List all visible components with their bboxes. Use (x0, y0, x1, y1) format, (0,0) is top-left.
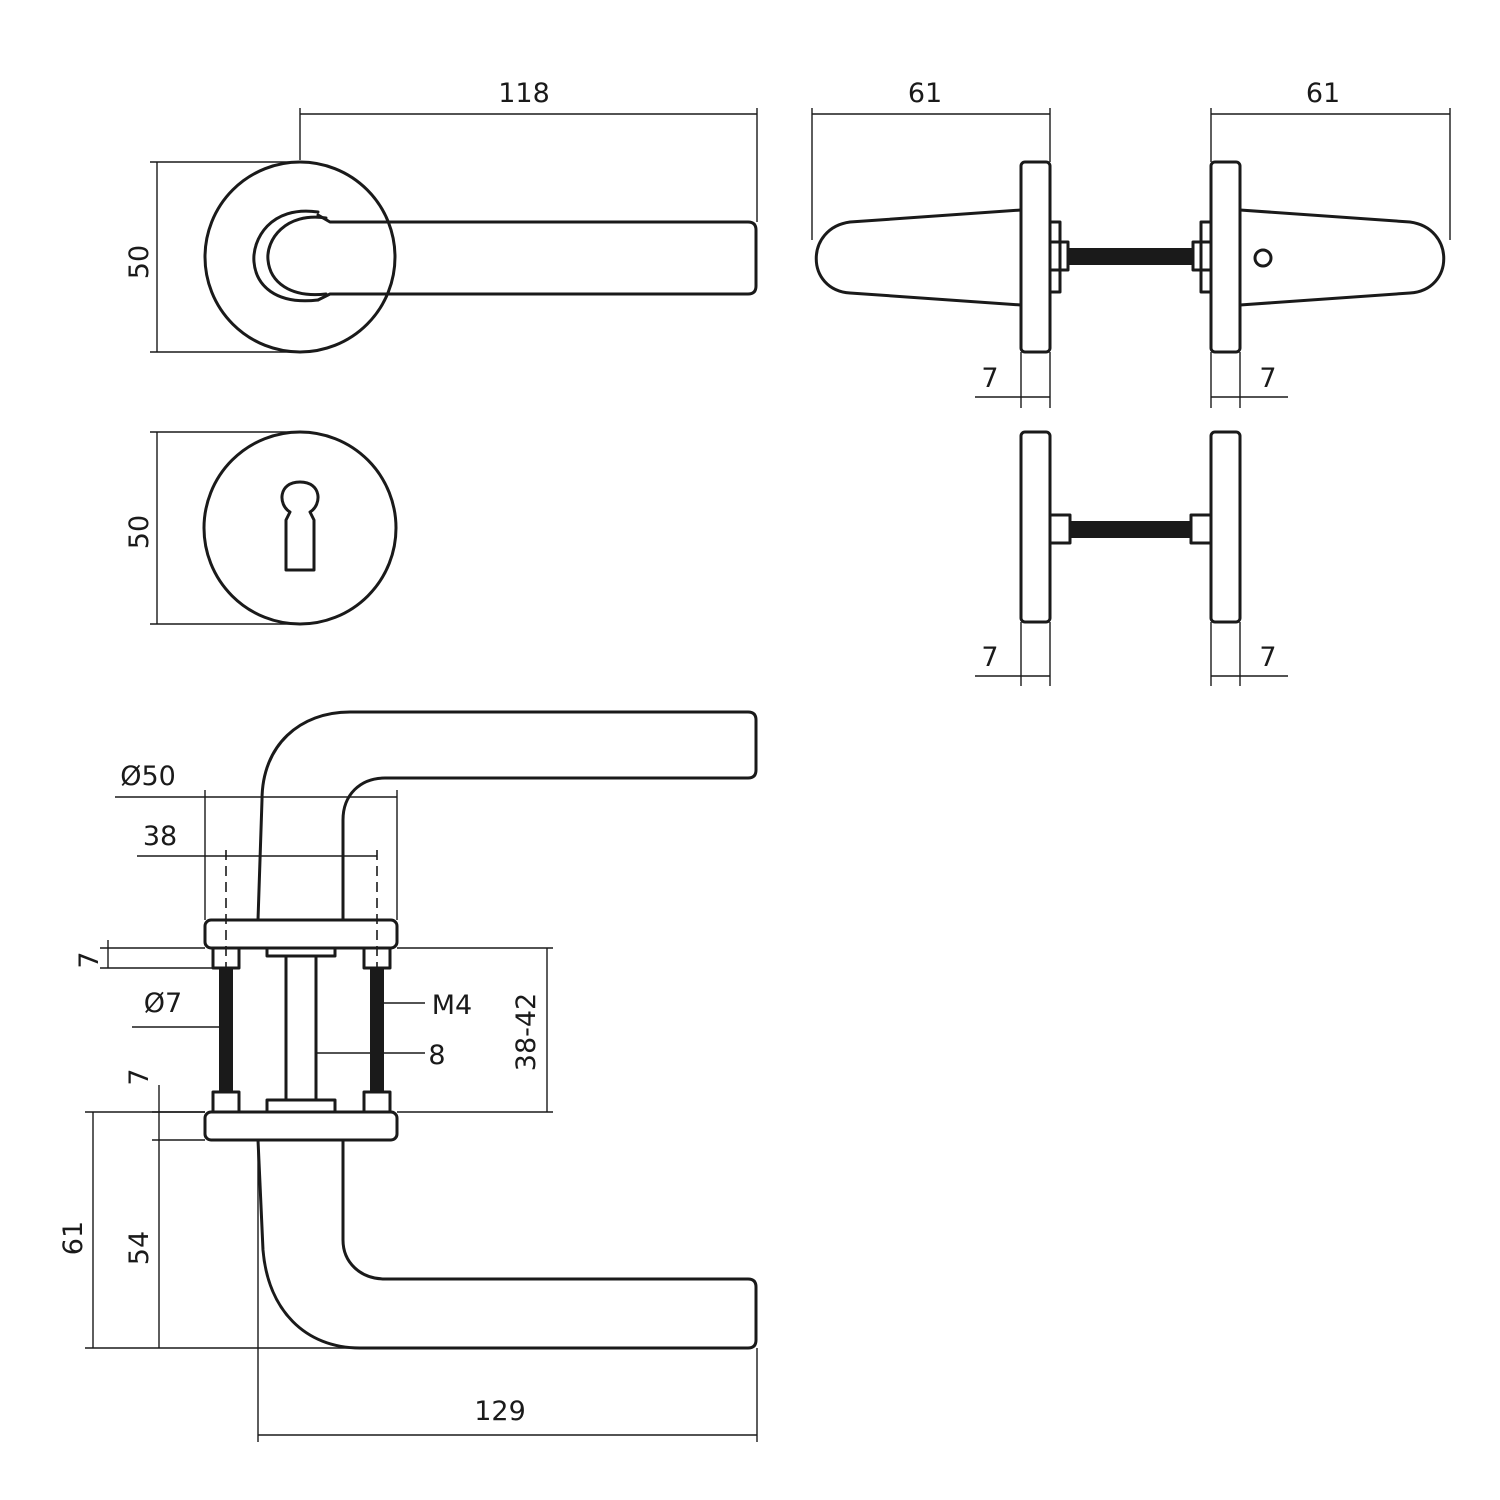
dim-7a-label: 7 (981, 363, 998, 394)
left-rose-plate (1019, 160, 1052, 354)
dim-38-label: 38 (143, 821, 177, 852)
dim-m4-label: M4 (432, 990, 472, 1021)
keyhole (280, 480, 320, 572)
handle-front-view: 118 50 (124, 78, 758, 354)
dim-7b-label: 7 (1259, 363, 1276, 394)
dim-7d-label: 7 (1259, 642, 1276, 673)
section-view: Ø50 38 7 Ø7 M4 8 38-42 7 61 54 (58, 710, 758, 1442)
handle-rose (203, 160, 397, 354)
escutcheon-view: 50 (124, 430, 398, 626)
right-escutcheon-nut (1189, 513, 1213, 545)
left-escutcheon-plate (1019, 430, 1052, 624)
dim-118-label: 118 (498, 78, 550, 109)
right-rose-plate (1209, 160, 1242, 354)
dim-61-label: 61 (58, 1221, 89, 1255)
handle-side-view: 61 61 7 7 (811, 78, 1451, 408)
handle-neck-ring (252, 209, 320, 303)
left-lever-profile (814, 208, 1023, 307)
dim-7e-label: 7 (74, 951, 105, 968)
handle-neck-ring-inner (266, 215, 328, 297)
dim-7f-label: 7 (124, 1068, 155, 1085)
right-bottom-nut (362, 1090, 392, 1114)
dim-d50-label: Ø50 (120, 761, 176, 792)
right-escutcheon-plate (1209, 430, 1242, 624)
upper-lever (256, 710, 758, 922)
dim-129-label: 129 (474, 1396, 526, 1427)
left-bottom-nut (211, 1090, 241, 1114)
escutcheon-rose (202, 430, 398, 626)
grub-screw-icon (1253, 248, 1273, 268)
upper-rose (203, 918, 399, 950)
lower-rose (203, 1110, 399, 1142)
dim-3842-label: 38-42 (511, 993, 542, 1071)
dim-d7-label: Ø7 (144, 988, 182, 1019)
handle-lever (316, 213, 758, 302)
dim-50b-label: 50 (124, 515, 155, 549)
spindle-bottom-cap (265, 1098, 337, 1114)
escutcheon-side-view: 7 7 (975, 430, 1288, 686)
dim-8-label: 8 (428, 1040, 445, 1071)
right-lever-profile (1238, 208, 1446, 307)
dim-61l-label: 61 (908, 78, 942, 109)
dim-7c-label: 7 (981, 642, 998, 673)
dim-50-label: 50 (124, 245, 155, 279)
spindle-thread (1068, 248, 1193, 265)
escutcheon-bolt-thread (1070, 521, 1191, 538)
spindle-shaft (284, 954, 318, 1102)
dim-61r-label: 61 (1306, 78, 1340, 109)
left-escutcheon-nut (1048, 513, 1072, 545)
dim-54-label: 54 (124, 1231, 155, 1265)
lower-lever (256, 1138, 758, 1350)
